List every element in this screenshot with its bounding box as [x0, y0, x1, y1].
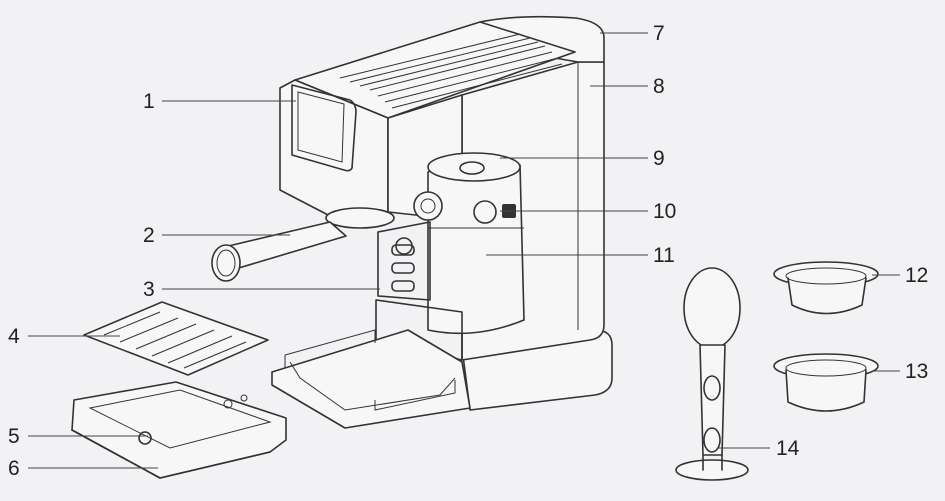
callout-10: 10: [653, 200, 676, 223]
callout-13: 13: [905, 360, 928, 383]
callout-14: 14: [776, 437, 800, 460]
callout-7: 7: [653, 22, 665, 45]
leader-lines: [28, 32, 900, 469]
filter-basket-double: [773, 353, 879, 412]
filter-basket-single: [773, 261, 879, 315]
callout-6: 6: [8, 457, 20, 480]
callout-9: 9: [653, 147, 665, 170]
callout-2: 2: [143, 224, 155, 247]
callout-11: 11: [653, 244, 675, 267]
callout-5: 5: [8, 425, 20, 448]
tamper-scoop: [675, 267, 749, 481]
selector-knob: [473, 200, 497, 224]
callout-numbers: 1 2 3 4 5 6 7 8 9 10 11 12 13 14: [8, 22, 928, 480]
drip-tray: [71, 381, 287, 479]
steam-knob: [413, 191, 443, 221]
callout-3: 3: [143, 278, 155, 301]
cup-warmer-grid: [339, 33, 563, 109]
callout-1: 1: [143, 90, 155, 113]
drip-tray-grid: [83, 301, 269, 376]
control-panel: [291, 84, 357, 172]
callout-12: 12: [905, 264, 928, 287]
espresso-machine: [211, 15, 613, 429]
callout-8: 8: [653, 75, 665, 98]
callout-4: 4: [8, 325, 20, 348]
